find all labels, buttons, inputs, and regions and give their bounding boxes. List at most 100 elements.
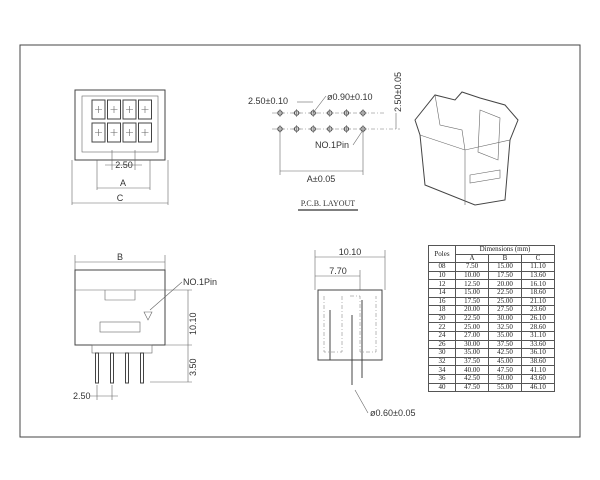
isometric-view (414, 91, 519, 206)
cell-a: 25.00 (455, 322, 489, 332)
hole-center-mark (292, 109, 301, 117)
front-dim-b: B (117, 252, 123, 262)
cell-poles: 36 (428, 373, 456, 384)
header-dimensions: Dimensions (mm) (455, 245, 555, 255)
contact-cavity (91, 99, 106, 120)
contact-cavity (91, 122, 106, 143)
pcb-pitch-x: 2.50±0.10 (248, 96, 288, 106)
contact-cavity (138, 99, 152, 120)
pcb-pin1-label: NO.1Pin (315, 140, 349, 150)
cell-a: 22.50 (455, 313, 489, 324)
cell-poles: 24 (428, 330, 456, 341)
cell-b: 32.50 (488, 322, 522, 332)
cell-c: 36.10 (521, 348, 555, 358)
front-height: 10.10 (188, 312, 198, 335)
front-pin1-label: NO.1Pin (183, 277, 217, 287)
cell-a: 27.00 (455, 330, 489, 341)
contact-cavity (107, 99, 121, 120)
cell-poles: 26 (428, 339, 456, 350)
cell-poles: 40 (428, 382, 456, 393)
front-view: B NO.1Pin 10.10 3.50 2.50 (73, 252, 217, 401)
cell-c: 28.60 (521, 322, 555, 332)
hole-center-mark (342, 125, 351, 133)
cell-b: 25.00 (488, 296, 522, 307)
contact-cavity (122, 99, 137, 120)
cell-poles: 34 (428, 365, 456, 375)
cell-c: 16.10 (521, 279, 555, 289)
header-a: A (455, 253, 489, 264)
hole-center-mark (325, 109, 334, 117)
pin (110, 352, 114, 384)
pcb-layout: 2.50±0.10 ø0.90±0.10 2.50±0.05 NO.1Pin A… (248, 72, 403, 211)
contact-mark (126, 106, 133, 113)
cell-a: 42.50 (455, 373, 489, 384)
drawing-frame (19, 44, 581, 438)
header-poles: Poles (428, 244, 456, 264)
header-c: C (521, 253, 555, 264)
cell-c: 21.10 (521, 296, 555, 307)
cell-a: 37.50 (455, 356, 489, 367)
cell-poles: 10 (428, 270, 456, 281)
cell-b: 55.00 (488, 382, 522, 393)
cell-a: 7.50 (455, 262, 489, 272)
contact-cavity (138, 122, 152, 143)
cell-a: 40.00 (455, 365, 489, 375)
side-width: 10.10 (339, 247, 362, 257)
cell-c: 46.10 (521, 382, 555, 393)
cell-a: 30.00 (455, 339, 489, 350)
cell-poles: 18 (428, 305, 456, 315)
hole-center-mark (342, 109, 351, 117)
pcb-hole-dia: ø0.90±0.10 (327, 92, 372, 102)
cell-b: 45.00 (488, 356, 522, 367)
cell-a: 47.50 (455, 382, 489, 393)
cell-a: 17.50 (455, 296, 489, 307)
top-dim-a: A (120, 178, 126, 188)
pin (125, 352, 129, 384)
cell-a: 20.00 (455, 305, 489, 315)
cell-c: 33.60 (521, 339, 555, 350)
cell-poles: 16 (428, 296, 456, 307)
side-inner: 7.70 (329, 266, 347, 276)
contact-cavity (107, 122, 121, 143)
contact-mark (126, 129, 133, 136)
cell-c: 31.10 (521, 330, 555, 341)
pcb-pitch-y: 2.50±0.05 (393, 72, 403, 112)
hole-center-mark (309, 125, 318, 133)
top-dim-c: C (117, 193, 124, 203)
cell-a: 35.00 (455, 348, 489, 358)
cell-c: 38.60 (521, 356, 555, 367)
hole-center-mark (276, 109, 284, 117)
cell-c: 41.10 (521, 365, 555, 375)
cell-c: 23.60 (521, 305, 555, 315)
contact-mark (95, 106, 102, 113)
header-b: B (488, 253, 522, 264)
cell-b: 42.50 (488, 348, 522, 358)
cell-b: 47.50 (488, 365, 522, 375)
cell-a: 15.00 (455, 287, 489, 298)
contact-mark (95, 129, 102, 136)
cell-a: 10.00 (455, 270, 489, 281)
cell-poles: 14 (428, 287, 456, 298)
cell-b: 20.00 (488, 279, 522, 289)
cell-b: 30.00 (488, 313, 522, 324)
cell-c: 43.60 (521, 373, 555, 384)
side-pin-dia: ø0.60±0.05 (370, 408, 415, 418)
cell-b: 35.00 (488, 330, 522, 341)
front-pin-length: 3.50 (188, 358, 198, 376)
hole-center-mark (325, 125, 334, 133)
cell-c: 26.10 (521, 313, 555, 324)
cell-c: 11.10 (521, 262, 555, 272)
cell-poles: 30 (428, 348, 456, 358)
